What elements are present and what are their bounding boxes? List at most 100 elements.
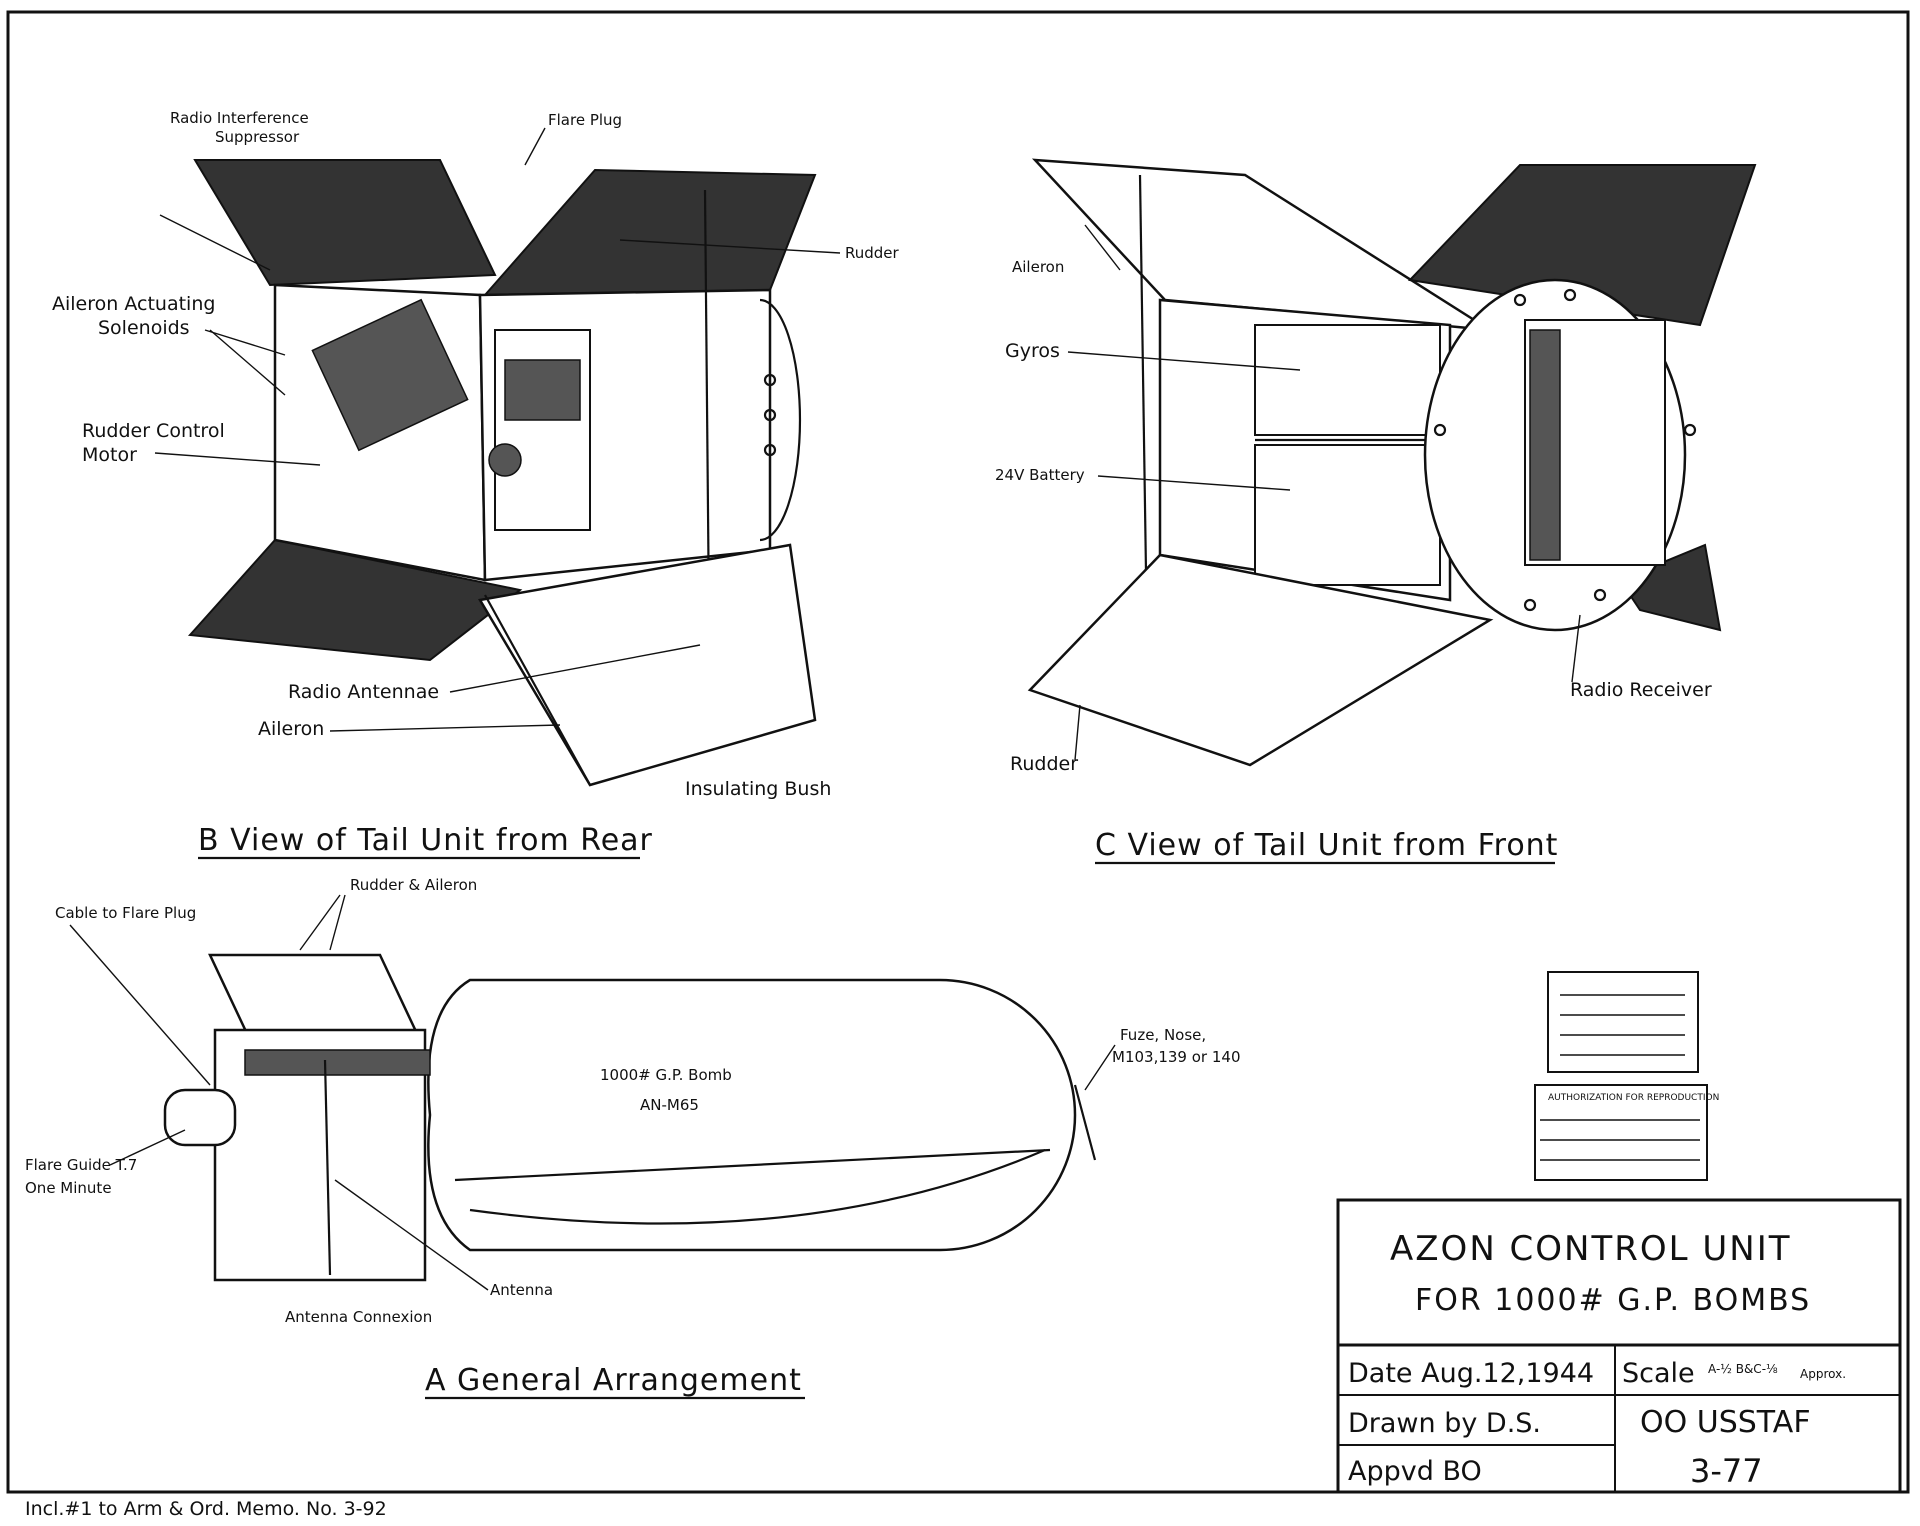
label-aileron-b: Aileron bbox=[258, 718, 324, 740]
bolt-hole bbox=[1683, 423, 1697, 437]
leader bbox=[109, 1129, 186, 1166]
bomb-shading-2 bbox=[469, 1148, 1046, 1225]
panel-edge bbox=[484, 594, 591, 786]
label-antenna: Antenna bbox=[490, 1281, 553, 1299]
figure-b-tail-rear bbox=[187, 159, 817, 787]
tail-fin-a bbox=[208, 953, 422, 1042]
leader bbox=[1074, 704, 1081, 761]
label-insulating-bush: Insulating Bush bbox=[685, 778, 831, 800]
label-flare-guide-1: Flare Guide T.7 bbox=[25, 1156, 137, 1174]
scale-note: A-½ B&C-⅛ bbox=[1708, 1362, 1778, 1376]
leader bbox=[159, 214, 271, 271]
motor-block bbox=[504, 359, 581, 421]
bolt-hole bbox=[1433, 423, 1447, 437]
label-rudder-aileron: Rudder & Aileron bbox=[350, 876, 477, 894]
title-block bbox=[1336, 1198, 1902, 1494]
label-solenoids-2: Solenoids bbox=[98, 317, 190, 339]
title-line-2: FOR 1000# G.P. BOMBS bbox=[1415, 1283, 1811, 1318]
approved: Appvd BO bbox=[1348, 1456, 1482, 1487]
aileron-panel bbox=[478, 543, 817, 787]
bolt-hole bbox=[763, 443, 777, 457]
fin-top-right bbox=[482, 168, 817, 297]
receiver-strip bbox=[1529, 329, 1561, 561]
stamp-2 bbox=[1534, 1084, 1708, 1181]
solenoid-block bbox=[311, 298, 469, 452]
leader bbox=[619, 239, 841, 254]
label-battery: 24V Battery bbox=[995, 466, 1085, 484]
label-rudder-motor-1: Rudder Control bbox=[82, 420, 225, 442]
bolt-hole bbox=[763, 408, 777, 422]
leader bbox=[69, 924, 211, 1086]
leader bbox=[329, 894, 346, 951]
leader bbox=[299, 894, 341, 951]
bolt-hole bbox=[763, 373, 777, 387]
leader bbox=[154, 452, 321, 466]
label-radio-antennae: Radio Antennae bbox=[288, 681, 439, 703]
leader bbox=[329, 724, 561, 732]
leader bbox=[1571, 614, 1581, 683]
bolt-hole bbox=[1563, 288, 1577, 302]
leader bbox=[1084, 224, 1121, 271]
fin-bottom-left bbox=[187, 538, 523, 662]
label-bomb-1: 1000# G.P. Bomb bbox=[600, 1066, 732, 1084]
label-flare-guide-2: One Minute bbox=[25, 1179, 112, 1197]
fuze bbox=[1073, 1084, 1097, 1161]
fin-bottom-right-c bbox=[1618, 543, 1722, 632]
fin-top-left bbox=[193, 159, 497, 287]
scale: Scale bbox=[1622, 1358, 1695, 1389]
label-cable-flare-plug: Cable to Flare Plug bbox=[55, 904, 196, 922]
bolt-hole bbox=[1523, 598, 1537, 612]
flange bbox=[759, 298, 802, 542]
label-fuze-1: Fuze, Nose, bbox=[1120, 1026, 1206, 1044]
tail-top-strip bbox=[244, 1049, 431, 1076]
label-gyros: Gyros bbox=[1005, 340, 1060, 362]
stamp-1 bbox=[1547, 971, 1699, 1073]
leader bbox=[334, 1179, 489, 1291]
caption-b: B View of Tail Unit from Rear bbox=[198, 823, 653, 858]
label-rudder-b: Rudder bbox=[845, 244, 900, 262]
drawing-number: 3-77 bbox=[1690, 1452, 1763, 1490]
footer-note: Incl.#1 to Arm & Ord. Memo. No. 3-92 bbox=[25, 1498, 387, 1520]
sheet-border bbox=[6, 10, 1910, 1494]
leader bbox=[204, 329, 286, 356]
label-rudder-motor-2: Motor bbox=[82, 444, 137, 466]
caption-c: C View of Tail Unit from Front bbox=[1095, 828, 1558, 863]
label-radio-receiver: Radio Receiver bbox=[1570, 679, 1712, 701]
leader bbox=[1084, 1044, 1116, 1091]
label-radio-suppressor-2: Suppressor bbox=[215, 128, 300, 146]
flare-guide bbox=[163, 1088, 237, 1147]
scale-approx: Approx. bbox=[1800, 1367, 1846, 1381]
bolt-hole bbox=[1513, 293, 1527, 307]
rudder-panel-c bbox=[1027, 553, 1494, 767]
office: OO USSTAF bbox=[1640, 1405, 1811, 1440]
fin-top-left-c bbox=[1031, 158, 1491, 332]
label-flare-plug: Flare Plug bbox=[548, 111, 622, 129]
caption-a: A General Arrangement bbox=[425, 1363, 802, 1398]
leader bbox=[1097, 475, 1291, 491]
label-aileron-c: Aileron bbox=[1012, 258, 1064, 276]
label-rudder-c: Rudder bbox=[1010, 753, 1078, 775]
motor-wheel bbox=[488, 443, 522, 477]
gyro-compartment bbox=[1254, 324, 1441, 436]
stamp-auth-text: AUTHORIZATION FOR REPRODUCTION bbox=[1548, 1093, 1719, 1103]
bomb-body bbox=[427, 978, 1077, 1252]
label-fuze-2: M103,139 or 140 bbox=[1112, 1048, 1240, 1066]
date: Date Aug.12,1944 bbox=[1348, 1358, 1594, 1389]
leader bbox=[449, 644, 701, 693]
drawn-by: Drawn by D.S. bbox=[1348, 1408, 1541, 1439]
approval-stamps: AUTHORIZATION FOR REPRODUCTION bbox=[1534, 971, 1719, 1181]
bolt-hole bbox=[1593, 588, 1607, 602]
label-solenoids-1: Aileron Actuating bbox=[52, 293, 215, 315]
bomb-shading bbox=[454, 1148, 1051, 1182]
figure-a-general-arrangement bbox=[163, 953, 1097, 1282]
figure-c-tail-front bbox=[1027, 158, 1757, 767]
label-antenna-connexion: Antenna Connexion bbox=[285, 1308, 432, 1326]
title-line-1: AZON CONTROL UNIT bbox=[1390, 1229, 1792, 1269]
leader bbox=[524, 127, 546, 166]
battery-compartment bbox=[1254, 444, 1441, 586]
antenna-rod bbox=[323, 1059, 332, 1276]
leader bbox=[209, 329, 286, 396]
leader bbox=[1067, 351, 1301, 371]
label-radio-suppressor-1: Radio Interference bbox=[170, 109, 309, 127]
